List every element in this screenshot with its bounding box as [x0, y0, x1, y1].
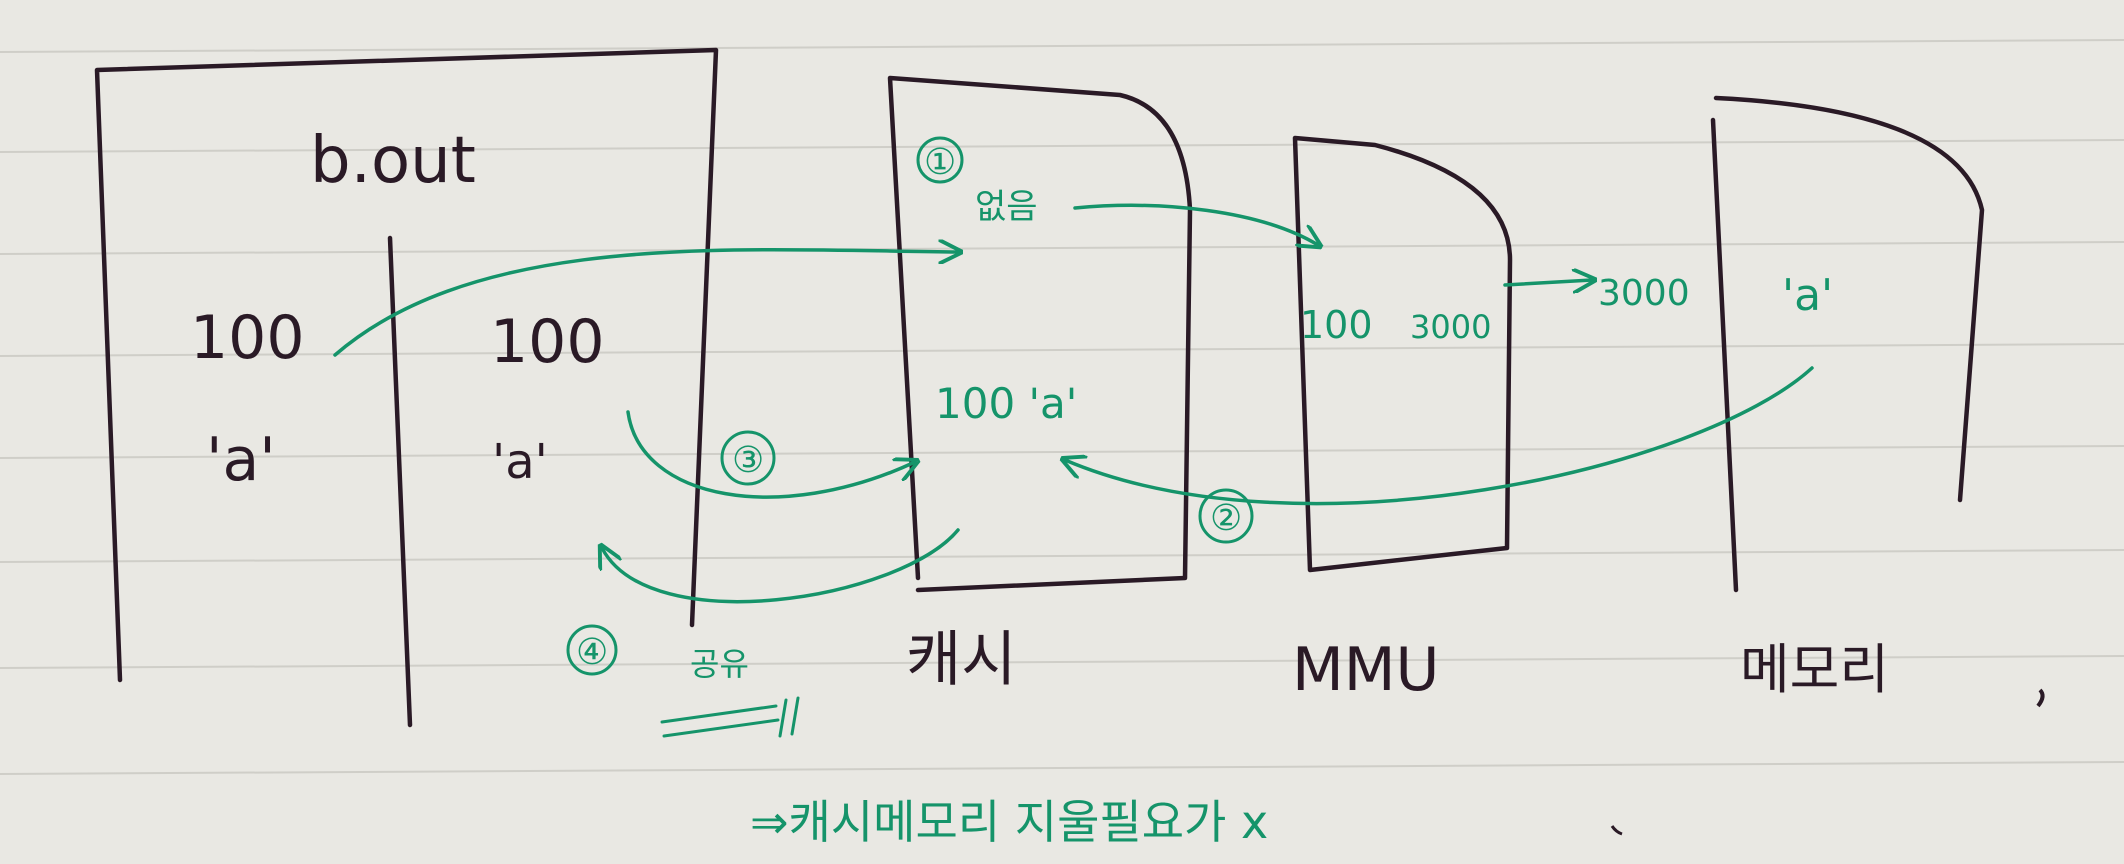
step1-label: ①: [924, 142, 956, 183]
arrow-cache-to-process-step4: [602, 528, 960, 604]
arrow-cache-to-mmu: [1073, 203, 1318, 245]
mmu-virtual: 100: [1300, 303, 1373, 347]
process-divider: [387, 235, 413, 728]
equal-sign-mark: [660, 696, 800, 738]
arrow-memory-to-cache: [1065, 366, 1814, 506]
step-markers: [566, 136, 1254, 676]
stray-mark: [1610, 825, 1623, 836]
step4-label: ④: [576, 632, 608, 673]
share-note: 공유: [690, 645, 749, 683]
mmu-frame: [1292, 135, 1513, 573]
footer-note: ⇒캐시메모리 지울필요가 x: [750, 795, 1268, 849]
mmu-label: MMU: [1292, 635, 1439, 705]
step2-circle: [1198, 488, 1254, 544]
process-title: b.out: [310, 124, 476, 198]
arrow-mmu-to-memory: [1503, 280, 1592, 285]
process-right-char: 'a': [492, 434, 548, 490]
cache-entry: 100 'a': [935, 379, 1077, 428]
cache-label: 캐시: [906, 625, 1016, 695]
process-frame: [94, 47, 719, 683]
memory-content: 'a': [1782, 270, 1833, 321]
memory-address: 3000: [1598, 273, 1690, 314]
process-right-value: 100: [490, 307, 605, 377]
process-left-value: 100: [190, 303, 305, 373]
process-panel: [94, 47, 719, 728]
process-left-char: 'a': [206, 425, 276, 495]
trailing-comma-mark: [2036, 688, 2045, 708]
mmu-physical: 3000: [1410, 308, 1491, 346]
memory-label: 메모리: [1740, 638, 1889, 701]
flow-arrows: [333, 203, 1814, 604]
step2-label: ②: [1210, 498, 1242, 539]
step1-circle: [916, 136, 964, 184]
step3-label: ③: [732, 440, 764, 481]
memory-frame: [1710, 95, 1985, 593]
arrow-process-to-cache-step3: [626, 410, 915, 499]
cache-empty-note: 없음: [975, 187, 1038, 227]
step4-circle: [566, 624, 618, 676]
arrow-process-to-cache: [333, 250, 958, 357]
ruled-lines: [0, 39, 2124, 775]
step3-circle: [720, 430, 776, 486]
